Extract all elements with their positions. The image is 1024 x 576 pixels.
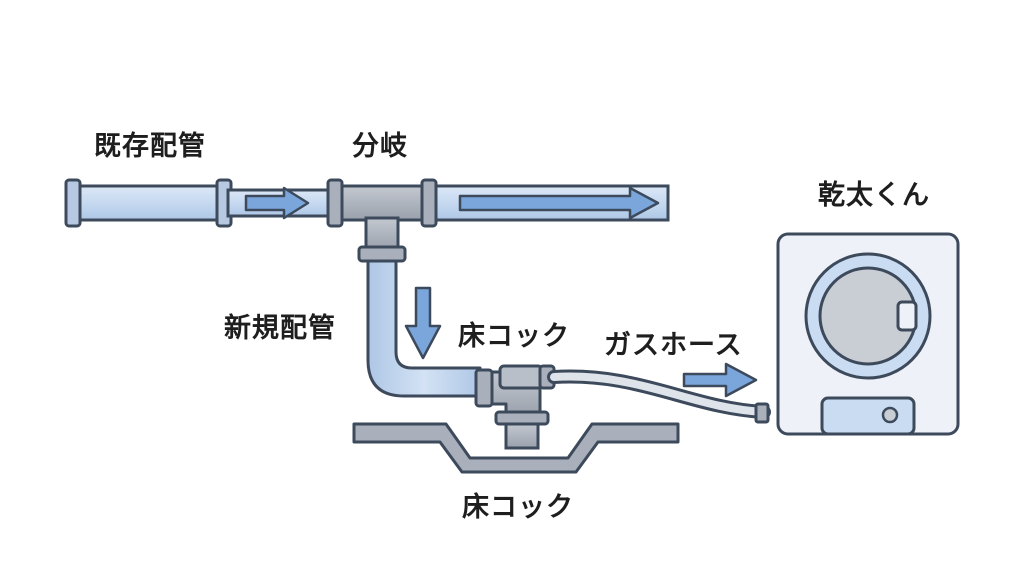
branch-tee-fitting xyxy=(326,178,438,263)
label-floor-cock-top: 床コック xyxy=(458,321,570,352)
label-branch: 分岐 xyxy=(352,131,408,162)
flow-arrow-right-icon xyxy=(682,362,758,398)
label-new-pipe: 新規配管 xyxy=(224,313,336,344)
floor-surface xyxy=(352,422,680,474)
label-floor-cock-bottom: 床コック xyxy=(462,492,574,523)
dryer-knob-icon xyxy=(881,406,899,424)
label-dryer: 乾太くん xyxy=(818,180,930,211)
label-gas-hose: ガスホース xyxy=(604,330,743,361)
floor-cock-body xyxy=(504,422,540,450)
flow-arrow-down-icon xyxy=(404,286,442,360)
dryer-appliance xyxy=(776,232,960,436)
door-handle xyxy=(896,300,918,332)
main-pipe-continuation xyxy=(434,184,670,222)
flow-arrow-icon xyxy=(244,186,310,220)
flow-arrow-icon xyxy=(458,186,660,220)
label-existing-pipe: 既存配管 xyxy=(94,131,206,162)
dryer-control-panel xyxy=(820,396,916,436)
gas-hose xyxy=(547,369,771,424)
